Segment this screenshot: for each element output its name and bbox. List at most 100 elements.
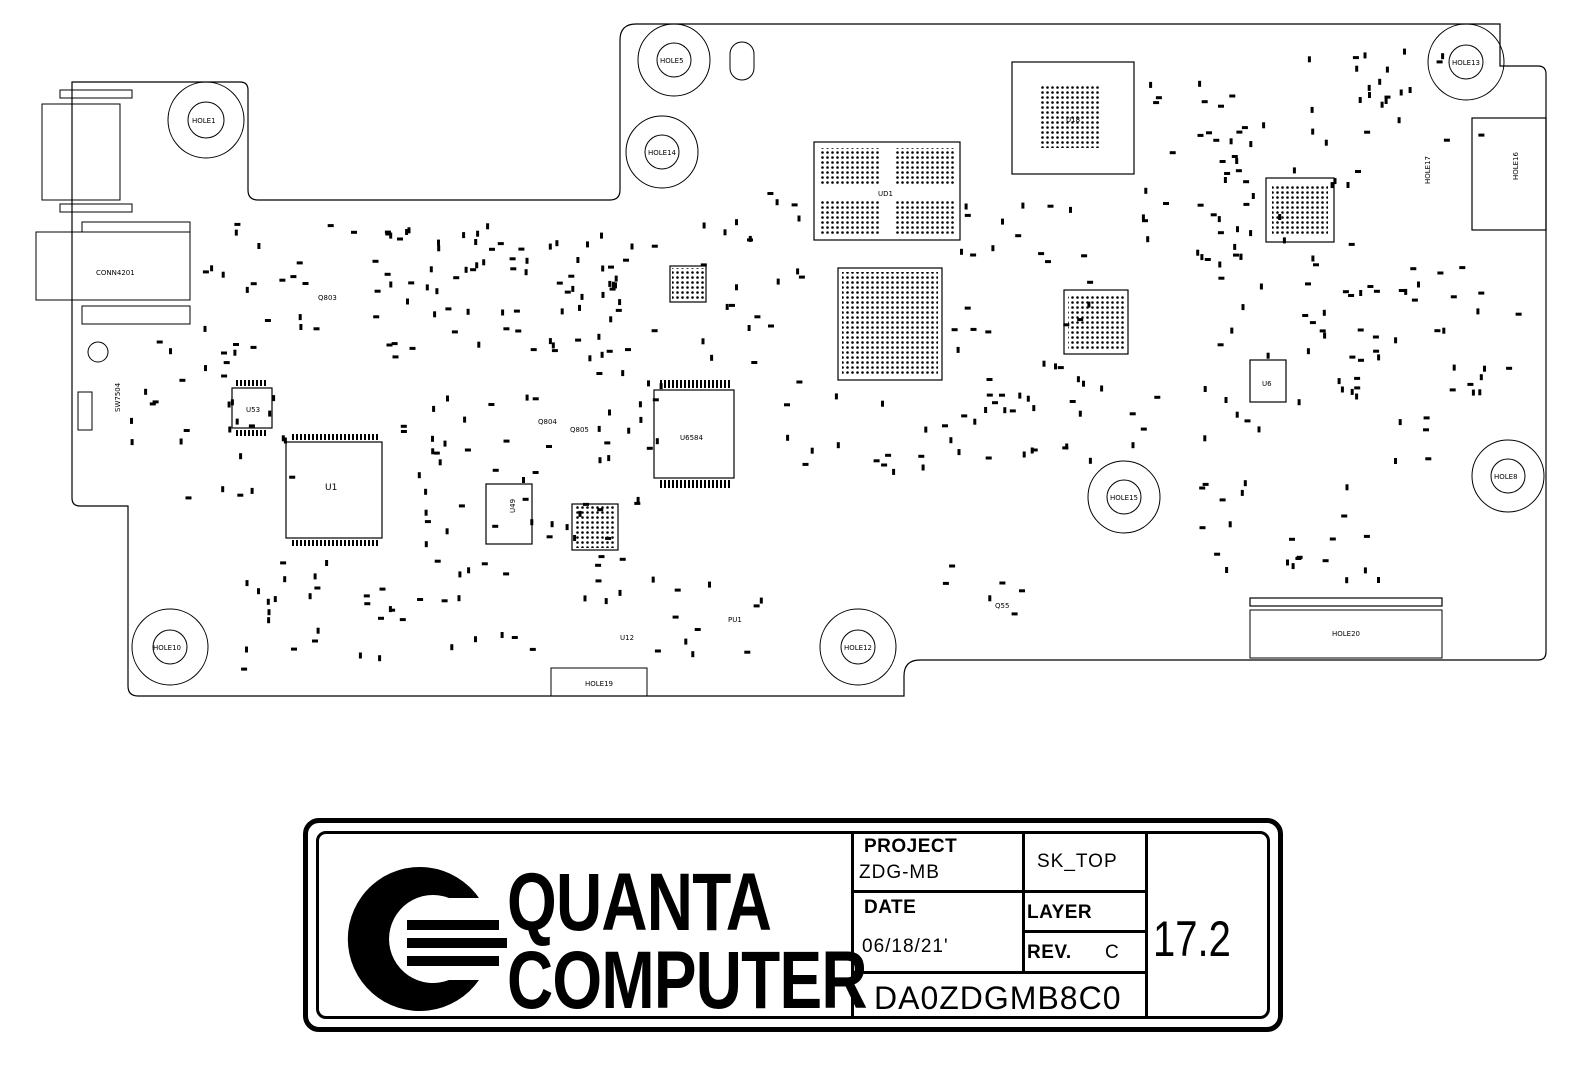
passive-pad — [233, 349, 237, 356]
ic-u18 — [1011, 61, 1135, 175]
passive-pad — [1384, 95, 1391, 99]
passive-pad — [1411, 298, 1418, 302]
passive-pad — [1397, 117, 1401, 124]
passive-pad — [1229, 94, 1236, 98]
passive-pad — [1417, 281, 1420, 288]
passive-pad — [1408, 87, 1412, 93]
passive-pad — [1483, 365, 1486, 372]
passive-pad — [951, 328, 958, 332]
passive-pad — [551, 349, 558, 353]
passive-pad — [441, 599, 448, 603]
passive-pad — [481, 562, 488, 566]
passive-pad — [786, 434, 790, 441]
passive-pad — [281, 435, 285, 442]
passive-pad — [639, 416, 643, 423]
passive-pad — [753, 604, 760, 608]
passive-pad — [578, 510, 582, 517]
passive-pad — [1354, 386, 1361, 390]
passive-pad — [700, 263, 707, 267]
passive-pad — [248, 424, 255, 428]
passive-pad — [1057, 366, 1064, 370]
passive-pad — [446, 395, 449, 402]
passive-pad — [245, 646, 248, 653]
ic-soc2 — [1063, 289, 1129, 355]
passive-pad — [363, 594, 370, 598]
ic-u6 — [1249, 359, 1287, 403]
passive-pad — [619, 557, 626, 561]
company-name: QUANTA COMPUTER — [507, 862, 868, 1022]
passive-pad — [250, 345, 257, 349]
passive-pad — [1241, 304, 1245, 311]
passive-pad — [1311, 255, 1315, 262]
passive-pad — [1443, 138, 1450, 142]
ic-u53 — [231, 387, 273, 429]
passive-pad — [1219, 498, 1226, 502]
passive-pad — [511, 636, 518, 639]
passive-pad — [298, 314, 302, 321]
passive-pad — [691, 651, 695, 658]
passive-pad — [596, 372, 603, 375]
passive-pad — [1359, 290, 1363, 296]
passive-pad — [399, 618, 406, 622]
passive-pad — [1243, 202, 1250, 206]
ic-ud1 — [813, 141, 961, 241]
passive-pad — [1380, 101, 1384, 108]
passive-pad — [532, 471, 539, 474]
mounting-holes — [131, 23, 1545, 697]
tb-divider-v1 — [851, 834, 854, 1016]
passive-pad — [389, 281, 393, 288]
passive-pad — [1241, 126, 1248, 130]
passive-pad — [223, 361, 230, 365]
passive-pad — [210, 265, 214, 272]
passive-pad — [999, 393, 1005, 397]
passive-pad — [609, 287, 616, 291]
sheet-name: SK_TOP — [1037, 851, 1118, 872]
bga-arrays — [236, 86, 1328, 548]
passive-pad — [1062, 446, 1069, 450]
layer-label: LAYER — [1027, 902, 1093, 923]
ic-u6584 — [653, 389, 735, 479]
passive-pad — [1398, 419, 1402, 426]
passive-pad — [239, 453, 243, 460]
svg-text:HOLE5: HOLE5 — [660, 57, 684, 65]
passive-pad — [405, 229, 409, 235]
passive-pad — [1307, 56, 1311, 63]
passive-pad — [179, 378, 186, 382]
passive-pad — [942, 581, 949, 585]
passive-pad — [1348, 242, 1355, 246]
passive-pad — [991, 245, 995, 252]
passive-pad — [1449, 388, 1456, 392]
passive-pad — [1243, 480, 1247, 487]
passive-pad — [672, 615, 679, 619]
passive-pad — [623, 258, 629, 262]
date-value: 06/18/21' — [862, 936, 949, 957]
passive-pad — [885, 453, 892, 457]
passive-pad — [1349, 355, 1356, 359]
passive-pad — [1021, 202, 1025, 209]
passive-pad — [500, 632, 504, 638]
passive-pad — [1217, 231, 1224, 235]
passive-pad — [245, 286, 249, 293]
passive-pad — [509, 257, 516, 261]
passive-pad — [351, 230, 357, 234]
quanta-logo-mark — [347, 867, 507, 1011]
svg-text:CONN4201: CONN4201 — [96, 269, 135, 277]
passive-pad — [488, 403, 495, 406]
passive-pad — [267, 609, 271, 616]
passive-pad — [918, 454, 925, 458]
passive-pad — [684, 638, 688, 645]
passive-pad — [595, 579, 602, 583]
passive-pad — [798, 275, 805, 279]
passive-pad — [1146, 236, 1150, 243]
passive-pad — [957, 449, 961, 456]
passive-pad — [408, 281, 415, 285]
passive-pad — [464, 448, 471, 452]
ic-u49 — [485, 483, 533, 545]
passive-pad — [701, 338, 705, 345]
passive-pad — [464, 266, 468, 273]
passive-pad — [233, 343, 239, 346]
passive-pad — [424, 520, 431, 524]
passive-pad — [1333, 178, 1337, 185]
passive-pad — [445, 528, 449, 535]
passive-pad — [475, 262, 479, 269]
